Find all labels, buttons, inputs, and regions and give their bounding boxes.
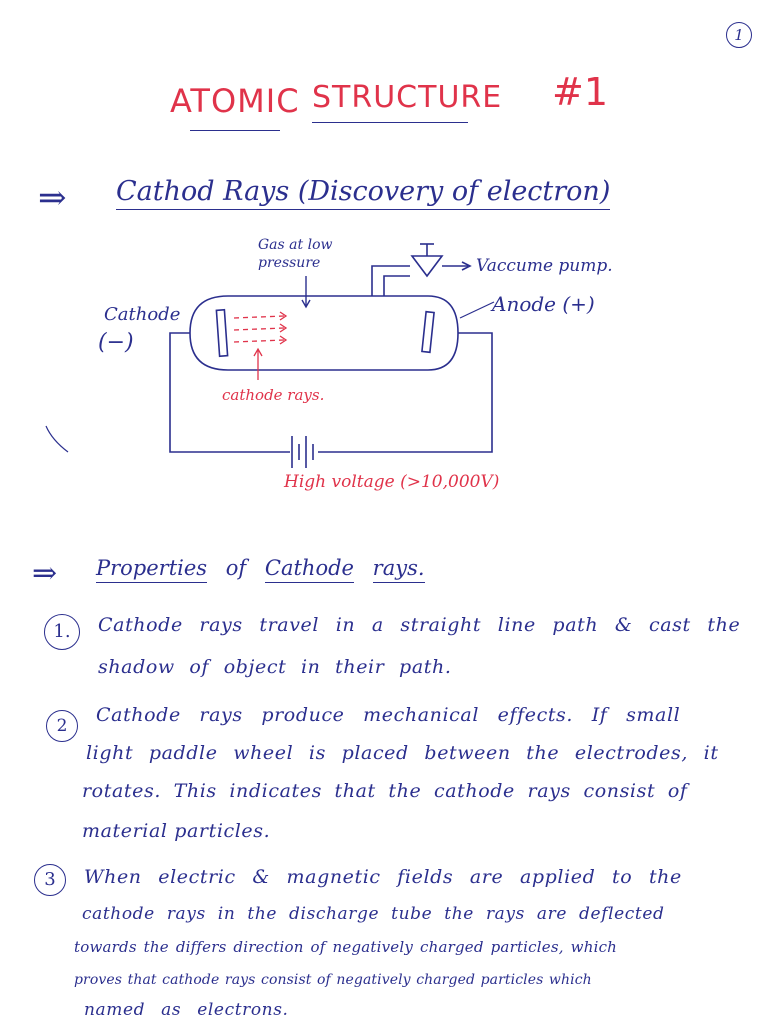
stray-pen-mark (45, 425, 69, 453)
anode-label: Anode (+) (492, 292, 595, 316)
point-2-line-2: light paddle wheel is placed between the… (86, 742, 719, 764)
title-atomic: ATOMIC (170, 82, 300, 120)
discharge-tube (189, 295, 459, 371)
voltage-label: High voltage (>10,000V) (284, 472, 500, 492)
point-2-line-3: rotates. This indicates that the cathode… (82, 780, 688, 802)
section2-heading: Properties of Cathode rays. (96, 556, 425, 583)
point-2-line-1: Cathode rays produce mechanical effects.… (96, 704, 681, 726)
point-2-marker: 2 (46, 710, 78, 742)
point-2-line-4: material particles. (82, 820, 271, 842)
pump-label: Vaccume pump. (476, 256, 613, 276)
point-3-line-4: proves that cathode rays consist of nega… (74, 972, 592, 988)
cathode-sign: (−) (98, 330, 134, 355)
pump-outlet-tube (371, 265, 410, 296)
cathode-plate (215, 308, 229, 358)
point-3-line-5: named as electrons. (84, 1000, 289, 1020)
title-structure: STRUCTURE (312, 80, 503, 115)
anode-plate (421, 310, 435, 354)
rays-pointer-arrow (253, 347, 263, 380)
cathode-label: Cathode (104, 304, 181, 325)
cathode-rays (233, 315, 285, 343)
title-number: #1 (552, 70, 609, 114)
battery-icon (291, 436, 314, 468)
point-1-marker: 1. (44, 614, 80, 650)
point-3-line-3: towards the differs direction of negativ… (74, 938, 618, 956)
point-1-line-1: Cathode rays travel in a straight line p… (98, 614, 741, 636)
title-underline-1 (190, 130, 280, 131)
section1-arrow: ⇒ (38, 178, 67, 218)
gas-label: Gas at low pressure (258, 237, 333, 271)
point-1-line-2: shadow of object in their path. (98, 656, 452, 678)
point-3-line-1: When electric & magnetic fields are appl… (84, 866, 682, 888)
title-underline-2 (312, 122, 468, 123)
valve-icon (410, 243, 472, 278)
gas-pointer-arrow (301, 276, 311, 309)
point-3-marker: 3 (34, 864, 66, 896)
point-3-line-2: cathode rays in the discharge tube the r… (82, 904, 665, 924)
circuit-wire (169, 332, 290, 453)
rays-label: cathode rays. (222, 386, 325, 404)
page-number: 1 (734, 26, 744, 44)
section2-arrow: ⇒ (32, 556, 58, 591)
page-number-circle: 1 (726, 22, 752, 48)
section1-heading: Cathod Rays (Discovery of electron) (116, 176, 611, 210)
